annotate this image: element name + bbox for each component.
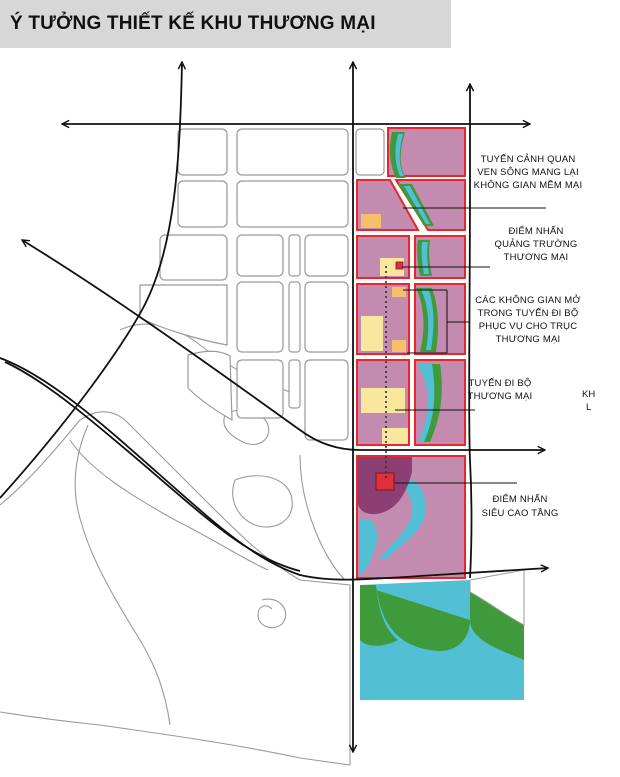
river-area: [360, 569, 525, 700]
svg-text:THƯƠNG MẠI: THƯƠNG MẠI: [468, 391, 533, 402]
annotation-riverside-landscape: TUYẾN CẢNH QUAN VEN SÔNG MANG LẠI KHÔNG …: [474, 153, 583, 191]
svg-text:ĐIỂM NHẤN: ĐIỂM NHẤN: [508, 225, 563, 237]
svg-text:TUYẾN ĐI BỘ: TUYẾN ĐI BỘ: [469, 378, 532, 389]
annotation-highrise-landmark: ĐIỂM NHẤN SIÊU CAO TẦNG: [482, 493, 559, 519]
svg-text:ĐIỂM NHẤN: ĐIỂM NHẤN: [492, 493, 547, 505]
leader-lines: [395, 207, 546, 484]
svg-text:TRONG TUYẾN ĐI BỘ: TRONG TUYẾN ĐI BỘ: [478, 308, 579, 319]
title-band: Ý TƯỞNG THIẾT KẾ KHU THƯƠNG MẠI: [0, 0, 451, 48]
svg-text:PHỤC VỤ CHO TRỤC: PHỤC VỤ CHO TRỤC: [479, 321, 578, 332]
svg-text:KHÔNG GIAN MỀM MẠI: KHÔNG GIAN MỀM MẠI: [474, 180, 583, 191]
svg-text:L: L: [586, 402, 591, 413]
square-landmark-marker: [395, 261, 404, 270]
highrise-zone: [358, 457, 412, 515]
annotation-pedestrian-route: TUYẾN ĐI BỘ THƯƠNG MẠI: [468, 378, 533, 402]
svg-text:SIÊU CAO TẦNG: SIÊU CAO TẦNG: [482, 508, 559, 519]
annotation-square-landmark: ĐIỂM NHẤN QUẢNG TRƯỜNG THƯƠNG MẠI: [495, 225, 578, 263]
svg-text:QUẢNG TRƯỜNG: QUẢNG TRƯỜNG: [495, 238, 578, 250]
svg-text:TUYẾN CẢNH QUAN: TUYẾN CẢNH QUAN: [481, 153, 576, 165]
svg-text:VEN SÔNG MANG LẠI: VEN SÔNG MANG LẠI: [477, 167, 579, 178]
page-title: Ý TƯỞNG THIẾT KẾ KHU THƯƠNG MẠI: [10, 13, 376, 34]
svg-text:THƯƠNG MẠI: THƯƠNG MẠI: [504, 252, 569, 263]
annotation-open-spaces: CÁC KHÔNG GIAN MỞ TRONG TUYẾN ĐI BỘ PHỤC…: [475, 294, 581, 345]
highrise-landmark-marker: [375, 472, 395, 491]
svg-text:CÁC KHÔNG GIAN MỞ: CÁC KHÔNG GIAN MỞ: [475, 294, 581, 306]
cut-off-label: KH L: [582, 389, 595, 413]
svg-text:THƯƠNG MẠI: THƯƠNG MẠI: [496, 334, 561, 345]
road-network: [0, 62, 548, 752]
svg-text:KH: KH: [582, 389, 595, 400]
